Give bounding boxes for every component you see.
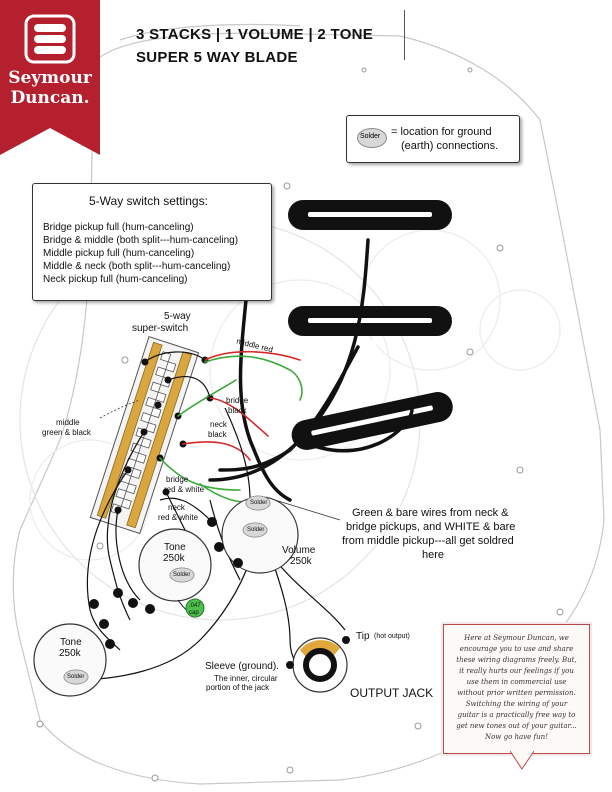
label-neck-black-2: black [208, 430, 227, 439]
pickguard-screw-holes [36, 67, 564, 782]
neck-pickup [288, 200, 452, 239]
ground-note-line1: Green & bare wires from neck & [352, 507, 509, 519]
output-jack-label: OUTPUT JACK [350, 686, 434, 700]
solder-points [63, 495, 271, 685]
output-jack [286, 636, 350, 693]
tone-pot-1-label-line1: Tone [164, 542, 186, 553]
ground-legend-box: Solder = location for ground (earth) con… [346, 115, 520, 163]
usage-note: Here at Seymour Duncan, we encourage you… [443, 624, 590, 754]
middle-pickup [288, 306, 452, 346]
jack-sleeve-label-1: Sleeve (ground). [205, 661, 279, 672]
tone-pot-2-label-line2: 250k [59, 648, 81, 659]
legend-description-line2: (earth) connections. [401, 140, 499, 152]
label-neck-rw-2: red & white [158, 513, 199, 522]
jack-tip-label: Tip [356, 631, 370, 642]
usage-note-text: Here at Seymour Duncan, we encourage you… [456, 634, 577, 741]
tone-pot-2-label-line1: Tone [60, 637, 82, 648]
five-way-switch [89, 336, 214, 535]
ground-note-line3: from middle pickup---all get soldred [342, 535, 514, 547]
capacitor [177, 598, 205, 618]
ground-note-line4: here [422, 549, 445, 561]
label-middle-gb-1: middle [56, 418, 80, 427]
switch-settings-box: 5-Way switch settings: Bridge pickup ful… [32, 183, 272, 301]
jack-sleeve-label-3: portion of the jack [206, 683, 270, 692]
jack-sleeve-label-2: The inner, circular [214, 674, 278, 683]
legend-solder-text: Solder [360, 133, 381, 140]
label-middle-gb-2: green & black [42, 428, 91, 437]
usage-note-tail [510, 751, 534, 770]
label-bridge-black-2: black [228, 406, 247, 415]
title-divider [404, 10, 405, 60]
volume-pot-solder-2: Solder [247, 527, 265, 533]
ground-note-pointer [274, 499, 341, 521]
brand-logo: Seymour Duncan. [0, 0, 100, 155]
volume-pot-label-line1: Volume [282, 545, 316, 556]
brand-name-line2: Duncan. [10, 88, 90, 108]
tone-pot-1-label-line2: 250k [163, 553, 185, 564]
capacitor-label-1: .047 [189, 603, 201, 609]
switch-label-line2: super-switch [132, 323, 189, 334]
brand-name-line1: Seymour [8, 68, 92, 88]
brand-ribbon [0, 0, 100, 155]
volume-pot-solder-1: Solder [250, 500, 268, 506]
jack-tip-hot-label: (hot output) [374, 633, 410, 640]
label-bridge-rw-1: bridge [166, 475, 189, 484]
middle-gb-pointer [99, 399, 141, 419]
capacitor-label-2: cap [189, 610, 199, 616]
pickup-wires-black [208, 238, 414, 502]
volume-pot-label-line2: 250k [290, 556, 312, 567]
switch-setting-item: Middle & neck (both split---hum-cancelin… [43, 261, 231, 272]
tone-pot-1 [113, 528, 212, 614]
legend-description-line1: = location for ground [391, 126, 492, 138]
page-title-line1: 3 STACKS | 1 VOLUME | 2 TONE [136, 26, 374, 43]
page-title-line2: SUPER 5 WAY BLADE [136, 49, 298, 66]
legend-solder-blob [357, 128, 387, 148]
switch-label-line1: 5-way [164, 311, 191, 322]
tone-pot-2-solder: Solder [67, 674, 85, 680]
tone-pot-1-solder: Solder [173, 572, 191, 578]
switch-setting-item: Bridge pickup full (hum-canceling) [43, 222, 194, 233]
label-bridge-rw-2: red & white [164, 485, 205, 494]
ground-note-line2: bridge pickups, and WHITE & bare [346, 521, 516, 533]
label-neck-rw-1: neck [168, 503, 185, 512]
switch-setting-item: Bridge & middle (both split---hum-cancel… [43, 235, 239, 246]
switch-settings-heading: 5-Way switch settings: [89, 194, 208, 208]
label-bridge-black-1: bridge [226, 396, 249, 405]
label-neck-black-1: neck [210, 420, 227, 429]
switch-setting-item: Neck pickup full (hum-canceling) [43, 274, 188, 285]
switch-setting-item: Middle pickup full (hum-canceling) [43, 248, 195, 259]
